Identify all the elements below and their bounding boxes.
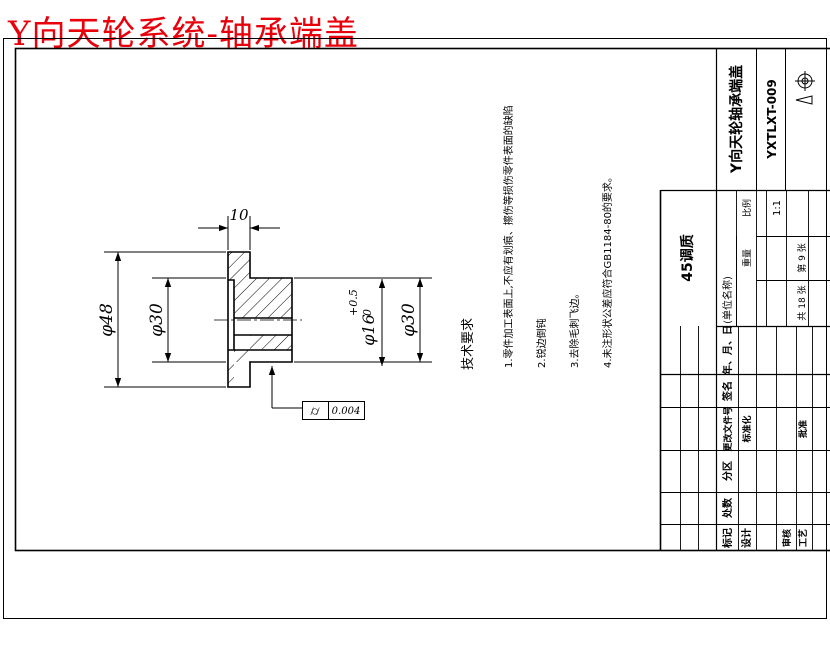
tb-header-date: 年、月、日 [721,325,734,375]
part-outline [227,251,293,388]
tb-header-zone: 分区 [721,461,734,481]
tb-scale-label: 比例 [741,199,753,217]
page-title: Y向天轮系统-轴承端盖 [8,14,359,54]
hatch-top [228,252,292,318]
inner-frame [14,47,830,552]
dim-outer-dia: φ48 [97,303,117,337]
tech-item-4: 4.未注形状公差应符合GB1184-80的要求。 [601,172,614,368]
dim-bore-tol-upper: +0.5 [347,289,360,316]
tb-header-sign: 签名 [721,381,734,402]
dimension-lines [104,216,432,409]
tb-material: 45调质 [679,234,696,281]
dim-step-dia: φ30 [147,303,167,337]
tb-drawing-no: YXTLXT-009 [765,79,779,159]
tb-header-mark: 标记 [721,528,734,549]
bore-step [228,279,235,351]
tech-item-2: 2.锐边倒钝 [535,318,548,368]
tech-item-3: 3.去除毛刺飞边。 [568,288,581,368]
tb-header-change-doc: 更改文件号 [722,406,734,451]
tech-requirements: 技术要求 1.零件加工表面上,不应有划痕、擦伤等损伤零件表面的缺陷 2.锐边倒钝… [461,105,614,370]
tb-weight-label: 重量 [741,249,753,267]
tb-role-review: 审核 [781,529,793,547]
dim-top-width: 10 [229,206,249,224]
tb-sheets-total: 共 18 张 [797,285,808,320]
tolerance-frame: ⌭ 0.004 [302,401,365,420]
tech-item-1: 1.零件加工表面上,不应有划痕、擦伤等损伤零件表面的缺陷 [502,105,515,368]
tb-role-standard: 标准化 [741,415,753,443]
tb-role-design: 设计 [740,528,753,548]
hatch-bottom [228,335,292,387]
tb-part-name: Y向天轮轴承端盖 [728,65,745,174]
tb-role-approve: 批准 [797,420,809,438]
tb-unit: (单位名称) [721,276,734,324]
title-block [659,48,830,551]
part-section-view [214,251,302,388]
tb-sheet-no: 第 9 张 [796,243,808,272]
tb-header-count: 处数 [721,497,734,519]
dim-right-dia: φ30 [399,303,419,337]
projection-symbol-icon [795,71,815,105]
tech-heading: 技术要求 [461,318,476,370]
tb-role-process: 工艺 [797,529,809,547]
dim-bore-dia: φ16 [359,314,378,346]
cylindricity-icon: ⌭ [310,404,320,419]
dim-bore-tol-lower: 0 [361,309,374,316]
tb-scale-value: 1:1 [772,200,783,216]
outer-border [3,38,827,619]
tolerance-value: 0.004 [332,406,361,417]
